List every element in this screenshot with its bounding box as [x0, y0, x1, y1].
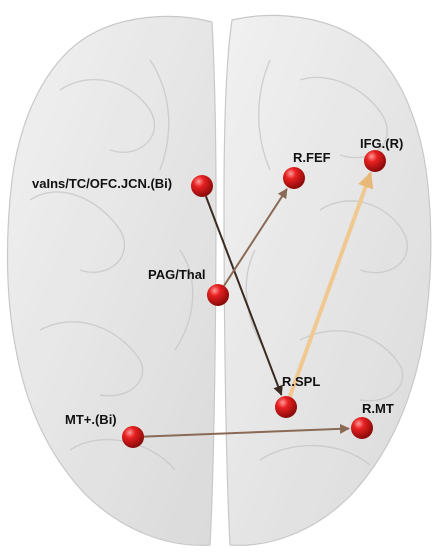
label-r-mt: R.MT	[362, 401, 394, 416]
node-mt_bi	[122, 426, 144, 448]
label-r-spl: R.SPL	[282, 374, 320, 389]
node-ifg	[364, 150, 386, 172]
right-hemisphere	[224, 15, 431, 545]
node-rspl	[275, 396, 297, 418]
node-pag	[207, 284, 229, 306]
brain-outline	[7, 15, 430, 545]
node-rfef	[283, 167, 305, 189]
label-mt-bi: MT+.(Bi)	[65, 412, 117, 427]
label-r-fef: R.FEF	[293, 150, 331, 165]
label-ifg-r: IFG.(R)	[360, 136, 403, 151]
node-vains	[191, 175, 213, 197]
label-vains: vaIns/TC/OFC.JCN.(Bi)	[32, 176, 172, 191]
node-rmt	[351, 417, 373, 439]
label-pag-thal: PAG/Thal	[148, 267, 206, 282]
